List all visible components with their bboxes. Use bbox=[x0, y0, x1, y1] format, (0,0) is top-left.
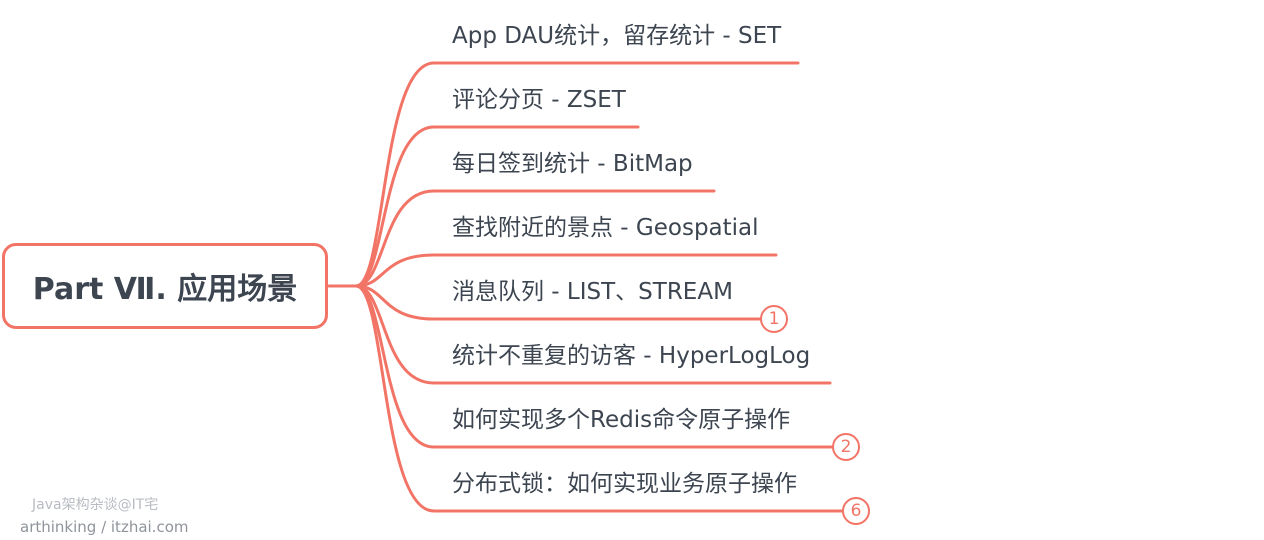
root-label: Part Ⅶ. 应用场景 bbox=[32, 272, 298, 307]
branch-connector bbox=[354, 189, 716, 288]
branch-connector bbox=[354, 284, 832, 385]
branch-connector bbox=[354, 284, 860, 513]
watermark-site: arthinking / itzhai.com bbox=[20, 518, 189, 536]
branch-node[interactable]: 统计不重复的访客 - HyperLogLog bbox=[452, 343, 811, 369]
branch-connector bbox=[354, 284, 777, 321]
note-count-badge[interactable]: 6 bbox=[842, 497, 870, 525]
branch-node[interactable]: App DAU统计，留存统计 - SET bbox=[452, 23, 782, 49]
root-node[interactable]: Part Ⅶ. 应用场景 bbox=[2, 243, 328, 329]
branch-connector bbox=[354, 253, 778, 288]
branch-node[interactable]: 查找附近的景点 - Geospatial bbox=[452, 215, 759, 241]
note-count-badge[interactable]: 2 bbox=[832, 433, 860, 461]
branch-connector bbox=[354, 125, 640, 288]
branch-node[interactable]: 每日签到统计 - BitMap bbox=[452, 151, 693, 177]
watermark-author: Java架构杂谈@IT宅 bbox=[32, 497, 159, 513]
branch-node[interactable]: 分布式锁：如何实现业务原子操作 bbox=[452, 471, 797, 497]
branch-node[interactable]: 评论分页 - ZSET bbox=[452, 87, 626, 113]
branch-connector bbox=[354, 61, 800, 288]
branch-node[interactable]: 如何实现多个Redis命令原子操作 bbox=[452, 407, 791, 433]
branch-node[interactable]: 消息队列 - LIST、STREAM bbox=[452, 279, 733, 305]
note-count-badge[interactable]: 1 bbox=[760, 305, 788, 333]
